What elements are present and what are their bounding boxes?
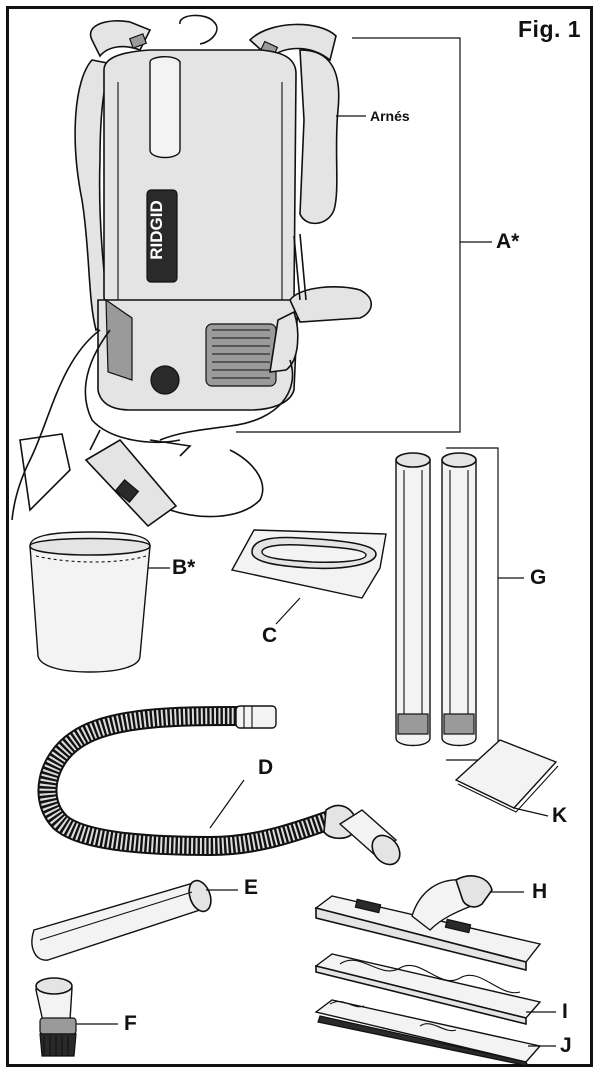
label-harness: Arnés	[370, 108, 410, 124]
dusting-brush	[35, 977, 118, 1057]
floor-tool	[314, 875, 542, 972]
filter-bag	[29, 531, 170, 673]
figure-frame	[6, 6, 593, 1067]
figure-title: Fig. 1	[518, 16, 582, 42]
extension-wands	[395, 447, 524, 761]
hose	[37, 705, 401, 866]
label-b: B*	[172, 556, 196, 579]
label-a: A*	[496, 230, 520, 253]
label-j: J	[560, 1034, 572, 1057]
backpack-vacuum: RIDGID	[11, 14, 373, 528]
crevice-tool	[31, 879, 238, 961]
label-k: K	[552, 804, 568, 827]
label-e: E	[244, 876, 259, 899]
squeegee-insert	[314, 953, 556, 1026]
label-i: I	[562, 1000, 568, 1023]
label-f: F	[124, 1012, 137, 1035]
label-g: G	[530, 566, 547, 589]
label-c: C	[262, 624, 278, 647]
label-d: D	[258, 756, 274, 779]
label-h: H	[532, 880, 548, 903]
manual-booklet	[454, 739, 559, 817]
brush-insert	[314, 999, 556, 1067]
filter-gasket	[230, 529, 387, 625]
brand-logo: RIDGID	[147, 200, 166, 260]
